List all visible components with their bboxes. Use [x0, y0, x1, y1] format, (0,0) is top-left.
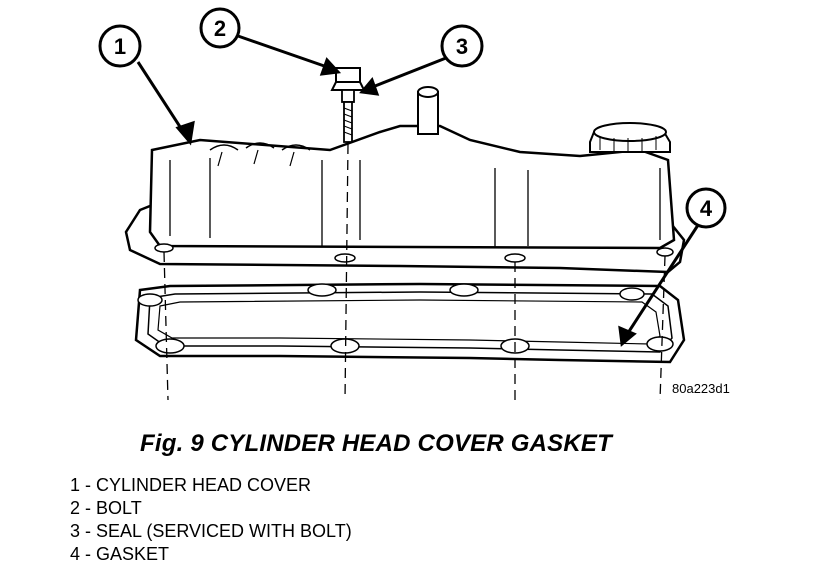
gasket-drawing: [134, 282, 686, 364]
callout-3-number: 3: [456, 34, 468, 59]
legend-item: 3 - SEAL (SERVICED WITH BOLT): [70, 521, 352, 541]
cover-bolt-hole: [656, 247, 674, 257]
gasket-boss: [155, 338, 185, 354]
callout-4-number: 4: [700, 196, 713, 221]
legend-item: 1 - CYLINDER HEAD COVER: [70, 475, 312, 495]
bolt-drawing: [330, 67, 366, 143]
callout-2-number: 2: [214, 16, 226, 41]
cover-bolt-hole: [334, 253, 356, 263]
callout-3: 3: [440, 24, 484, 68]
cylinder-head-cover-drawing: [124, 86, 686, 274]
cover-bolt-hole: [504, 253, 526, 263]
callout-2: 2: [199, 7, 241, 49]
callout-1: 1: [98, 24, 142, 68]
gasket-boss: [137, 293, 163, 307]
cover-bolt-hole: [154, 243, 174, 253]
legend-item: 4 - GASKET: [70, 544, 170, 564]
callout-4: 4: [685, 187, 727, 229]
callout-1-number: 1: [114, 34, 126, 59]
exploded-view-diagram: 1 2 3 4: [98, 7, 727, 401]
gasket-boss: [307, 283, 337, 297]
legend-item: 2 - BOLT: [70, 498, 142, 518]
gasket-boss: [449, 283, 479, 297]
breather-tube: [417, 91, 439, 135]
legend: 1 - CYLINDER HEAD COVER 2 - BOLT 3 - SEA…: [70, 474, 352, 566]
gasket-boss: [646, 336, 674, 352]
oil-filler-cap: [589, 122, 671, 153]
figure-caption: Fig. 9 CYLINDER HEAD COVER GASKET: [140, 430, 612, 457]
figure-reference-code: 80a223d1: [672, 381, 730, 396]
gasket-boss: [619, 287, 645, 301]
callout-leaders: [136, 34, 702, 347]
alignment-lines: [163, 143, 666, 401]
gasket-boss: [330, 338, 360, 354]
